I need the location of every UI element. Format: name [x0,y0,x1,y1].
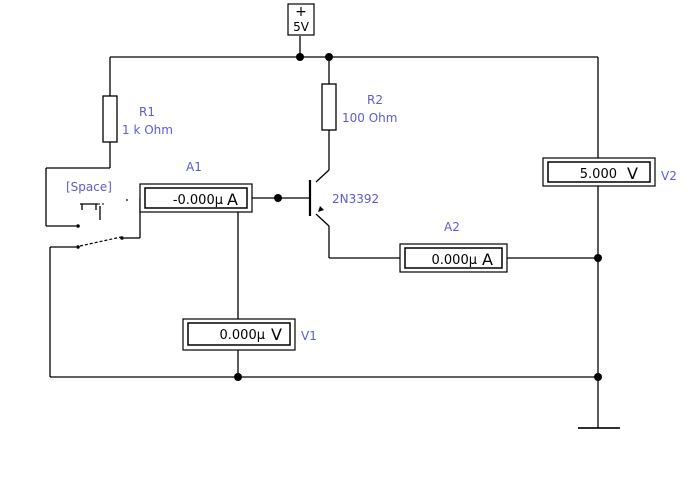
ammeter-a1-reading: -0.000µ [173,193,223,208]
voltmeter-v2-unit: V [627,164,638,183]
voltmeter-v1-display [187,322,291,346]
voltmeter-v1-name: V1 [301,329,317,343]
voltmeter-v2-name: V2 [661,169,677,183]
ammeter-a2-name: A2 [444,220,460,234]
ammeter-a1[interactable]: -0.000µ A A1 [139,160,253,213]
voltmeter-v2[interactable]: 5.000 V V2 [542,157,677,187]
ammeter-a2-reading: 0.000µ [432,253,478,268]
switch-blade [79,236,122,247]
voltmeter-v1-unit: V [271,325,282,344]
junction-dot [594,373,602,381]
voltmeter-v1-reading: 0.000µ [220,328,266,343]
ammeter-a2-unit: A [482,250,493,269]
resistor-r2-value: 100 Ohm [342,111,397,125]
switch-marker [126,199,128,201]
switch-contact-bottom [76,245,80,249]
junction-dot [296,53,304,61]
resistor-r1-body [102,95,118,143]
resistor-r1-value: 1 k Ohm [122,123,173,137]
supply-box [287,3,315,36]
supply-sign: + [295,4,307,20]
ammeter-a2-display [404,247,503,269]
supply-source[interactable]: + 5V [287,3,315,36]
emitter-arrow-icon [318,206,324,212]
ammeter-a1-unit: A [227,190,238,209]
voltmeter-v2-display [547,161,651,183]
switch-contact-top [76,224,80,228]
ammeter-a1-name: A1 [186,160,202,174]
resistor-r1[interactable]: R1 1 k Ohm [102,95,173,143]
junction-dot [594,254,602,262]
junction-dot [234,373,242,381]
ammeter-a2[interactable]: 0.000µ A A2 [399,220,508,273]
junction-dot [325,53,333,61]
resistor-r2[interactable]: R2 100 Ohm [321,83,397,131]
junction-dots [234,53,602,381]
switch-pivot [120,236,124,240]
transistor-model: 2N3392 [332,192,379,206]
voltmeter-v2-reading: 5.000 [580,167,617,182]
switch[interactable]: [Space] [66,180,128,249]
transistor-npn[interactable]: 2N3392 [308,180,379,216]
resistor-r1-name: R1 [139,105,155,119]
resistor-r2-name: R2 [367,93,383,107]
resistor-r2-body [321,83,337,131]
ammeter-a1-display [144,187,248,209]
junction-dot [274,194,282,202]
supply-value: 5V [293,20,310,34]
switch-key-label: [Space] [66,180,112,194]
voltmeter-v1[interactable]: 0.000µ V V1 [182,318,317,351]
